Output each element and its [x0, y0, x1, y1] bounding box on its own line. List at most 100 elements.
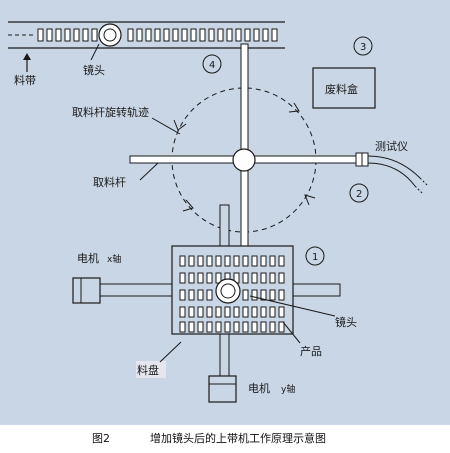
figure-caption: 图2 增加镜头后的上带机工作原理示意图: [0, 428, 450, 448]
tray-product: [242, 306, 249, 318]
marker-1: 1: [312, 252, 318, 263]
tray-product: [215, 306, 222, 318]
tray-product: [188, 321, 195, 333]
tray-products: [179, 255, 285, 333]
tray-product: [269, 306, 276, 318]
tray-product: [278, 321, 285, 333]
tray-product: [269, 321, 276, 333]
tray-product: [233, 321, 240, 333]
tray-product: [269, 255, 276, 267]
feed-direction-arrow: [23, 53, 31, 72]
y-axis-label: y轴: [281, 383, 295, 395]
marker-2: 2: [356, 189, 362, 200]
belt-pocket: [172, 28, 179, 42]
belt-pocket: [127, 28, 134, 42]
tray-product: [224, 321, 231, 333]
belt-pocket: [73, 28, 80, 42]
belt-pocket: [190, 28, 197, 42]
motor-x: [72, 277, 101, 304]
pick-rod-label: 取料杆: [93, 175, 126, 189]
tray-product: [251, 321, 258, 333]
marker-3-circle: [353, 36, 373, 56]
belt-pocket: [271, 28, 278, 42]
figure-title: 增加镜头后的上带机工作原理示意图: [150, 432, 326, 445]
belt-pocket: [154, 28, 161, 42]
tray-product: [206, 272, 213, 284]
tray-product: [251, 255, 258, 267]
marker-3: 3: [360, 42, 366, 53]
tray-product: [197, 306, 204, 318]
product-label: 产品: [300, 344, 322, 358]
tray-product: [260, 272, 267, 284]
belt-pocket: [208, 28, 215, 42]
belt-pockets: [37, 28, 278, 42]
tray-product: [188, 306, 195, 318]
belt-pocket: [163, 28, 170, 42]
tray-product: [197, 255, 204, 267]
tray-product: [179, 321, 186, 333]
tray-product: [278, 289, 285, 301]
feed-belt-label: 料带: [14, 73, 36, 87]
tray-product: [242, 272, 249, 284]
tray-product: [206, 255, 213, 267]
motor-x-label: 电机: [77, 251, 99, 265]
tray-product: [188, 255, 195, 267]
tray-product: [251, 306, 258, 318]
tray-product: [197, 272, 204, 284]
tray-product: [251, 289, 258, 301]
feed-belt: [8, 21, 285, 49]
belt-pocket: [46, 28, 53, 42]
belt-pocket: [235, 28, 242, 42]
tester-probe: [355, 152, 429, 194]
tray-product: [188, 289, 195, 301]
pick-rod-leader: [139, 162, 159, 181]
tray-product: [197, 321, 204, 333]
tray-product: [179, 272, 186, 284]
motor-y-label: 电机: [248, 381, 270, 395]
pick-track-label: 取料杆旋转轨迹: [72, 105, 149, 119]
tray-product: [215, 321, 222, 333]
tray-product: [224, 306, 231, 318]
tray-product: [278, 255, 285, 267]
belt-pocket: [55, 28, 62, 42]
figure-number: 图2: [92, 432, 110, 445]
waste-box-label: 废料盒: [325, 82, 358, 96]
belt-pocket: [217, 28, 224, 42]
tray-product: [242, 255, 249, 267]
belt-pocket: [262, 28, 269, 42]
waste-box: [312, 67, 376, 109]
marker-4-circle: [202, 54, 222, 74]
tray-product: [215, 255, 222, 267]
belt-pocket: [136, 28, 143, 42]
tester-label: 测试仪: [375, 140, 408, 153]
track-arrows: [173, 102, 316, 212]
belt-pocket: [82, 28, 89, 42]
bottom-lens-leader: [249, 295, 336, 317]
tray-leader: [159, 341, 182, 363]
belt-pocket: [199, 28, 206, 42]
tray-label: 料盘: [137, 363, 159, 377]
belt-pocket: [37, 28, 44, 42]
tray-product: [188, 272, 195, 284]
belt-pocket: [226, 28, 233, 42]
tray-product: [260, 289, 267, 301]
tray-product: [242, 289, 249, 301]
tray-product: [233, 255, 240, 267]
tray-product: [206, 306, 213, 318]
tray-product: [206, 289, 213, 301]
tray-product: [278, 306, 285, 318]
pick-track-leader: [151, 117, 181, 135]
tray-product: [260, 255, 267, 267]
tray-product: [224, 255, 231, 267]
tray-product: [269, 272, 276, 284]
tray-product: [278, 272, 285, 284]
belt-pocket: [253, 28, 260, 42]
x-axis-label: x轴: [107, 253, 121, 265]
tray-product: [242, 321, 249, 333]
top-lens-label: 镜头: [83, 63, 105, 77]
tray-product: [269, 289, 276, 301]
top-lens: [98, 23, 122, 47]
tray-product: [179, 289, 186, 301]
belt-pocket: [181, 28, 188, 42]
tray-product: [260, 321, 267, 333]
